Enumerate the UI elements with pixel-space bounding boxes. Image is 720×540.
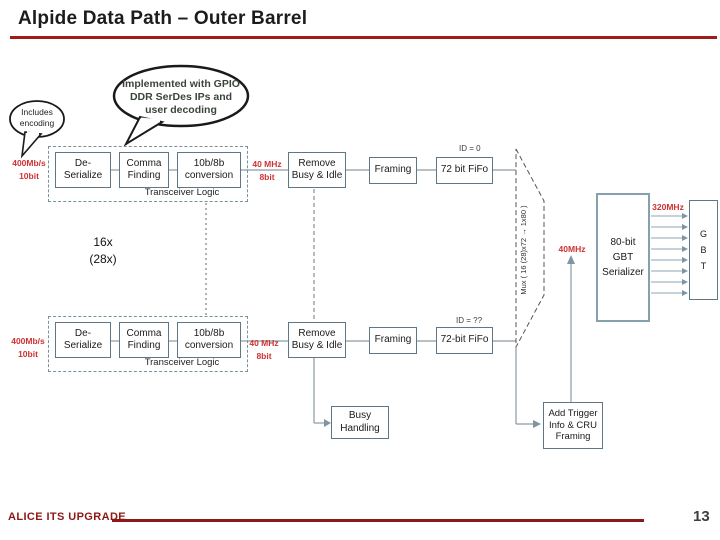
bottom-input-rate-label: 400Mb/s 10bit <box>11 336 45 359</box>
multiplicity-label: 16x (28x) <box>89 235 117 266</box>
bottom-deserialize-block: De- Serialize <box>55 322 111 358</box>
top-transceiver-logic-label: Transceiver Logic <box>144 187 220 198</box>
top-transceiver-logic-box <box>48 146 248 202</box>
mux-trapezoid <box>515 148 545 348</box>
top-10b8b-conversion-block: 10b/8b conversion <box>177 152 241 188</box>
page-number: 13 <box>693 508 710 525</box>
top-framing-block: Framing <box>369 157 417 184</box>
bottom-transceiver-logic-box <box>48 316 248 372</box>
slide-title: Alpide Data Path – Outer Barrel <box>18 8 308 29</box>
add-trigger-cru-framing-block: Add Trigger Info & CRU Framing <box>543 402 603 449</box>
includes-callout-bubble <box>9 100 65 159</box>
footer-title: ALICE ITS UPGRADE <box>8 511 127 523</box>
top-mid-rate-label: 40 MHz 8bit <box>252 159 282 182</box>
bottom-mid-rate-label: 40 MHz 8bit <box>249 338 279 361</box>
top-deserialize-block: De- Serialize <box>55 152 111 188</box>
top-fifo-block: 72 bit FiFo <box>436 157 493 184</box>
bottom-fifo-block: 72-bit FiFo <box>436 327 493 354</box>
bottom-comma-finding-block: Comma Finding <box>119 322 169 358</box>
gbt-serializer-block: 80-bit GBT Serializer <box>596 193 650 322</box>
serializer-to-gbt-arrows <box>651 213 688 296</box>
trigger-up-arrow <box>567 255 575 402</box>
bottom-remove-busy-idle-block: Remove Busy & Idle <box>288 322 346 358</box>
top-remove-busy-idle-block: Remove Busy & Idle <box>288 152 346 188</box>
implemented-callout-bubble <box>112 64 250 147</box>
top-comma-finding-block: Comma Finding <box>119 152 169 188</box>
top-fifo-id-label: ID = 0 <box>459 144 481 153</box>
bottom-transceiver-logic-label: Transceiver Logic <box>144 357 220 368</box>
implemented-callout-text: Implemented with GPIO DDR SerDes IPs and… <box>122 78 240 117</box>
title-underline <box>10 36 717 39</box>
includes-encoding-callout-text: Includes encoding <box>19 107 55 129</box>
bottom-fifo-id-label: ID = ?? <box>456 316 483 325</box>
mux-label: Mux ( 16 (28)x72 → 1x80 ) <box>519 205 528 295</box>
busy-handling-block: Busy Handling <box>331 406 389 439</box>
mux-to-trigger-connector <box>515 347 541 428</box>
bottom-framing-block: Framing <box>369 327 417 354</box>
bottom-10b8b-conversion-block: 10b/8b conversion <box>177 322 241 358</box>
gbt-block: G B T <box>689 200 718 300</box>
footer-rule <box>112 519 644 522</box>
clock-40mhz-label: 40MHz <box>558 244 586 254</box>
busy-handling-connector <box>313 358 331 427</box>
clock-320mhz-label: 320MHz <box>652 202 684 212</box>
top-input-rate-label: 400Mb/s 10bit <box>12 158 46 181</box>
